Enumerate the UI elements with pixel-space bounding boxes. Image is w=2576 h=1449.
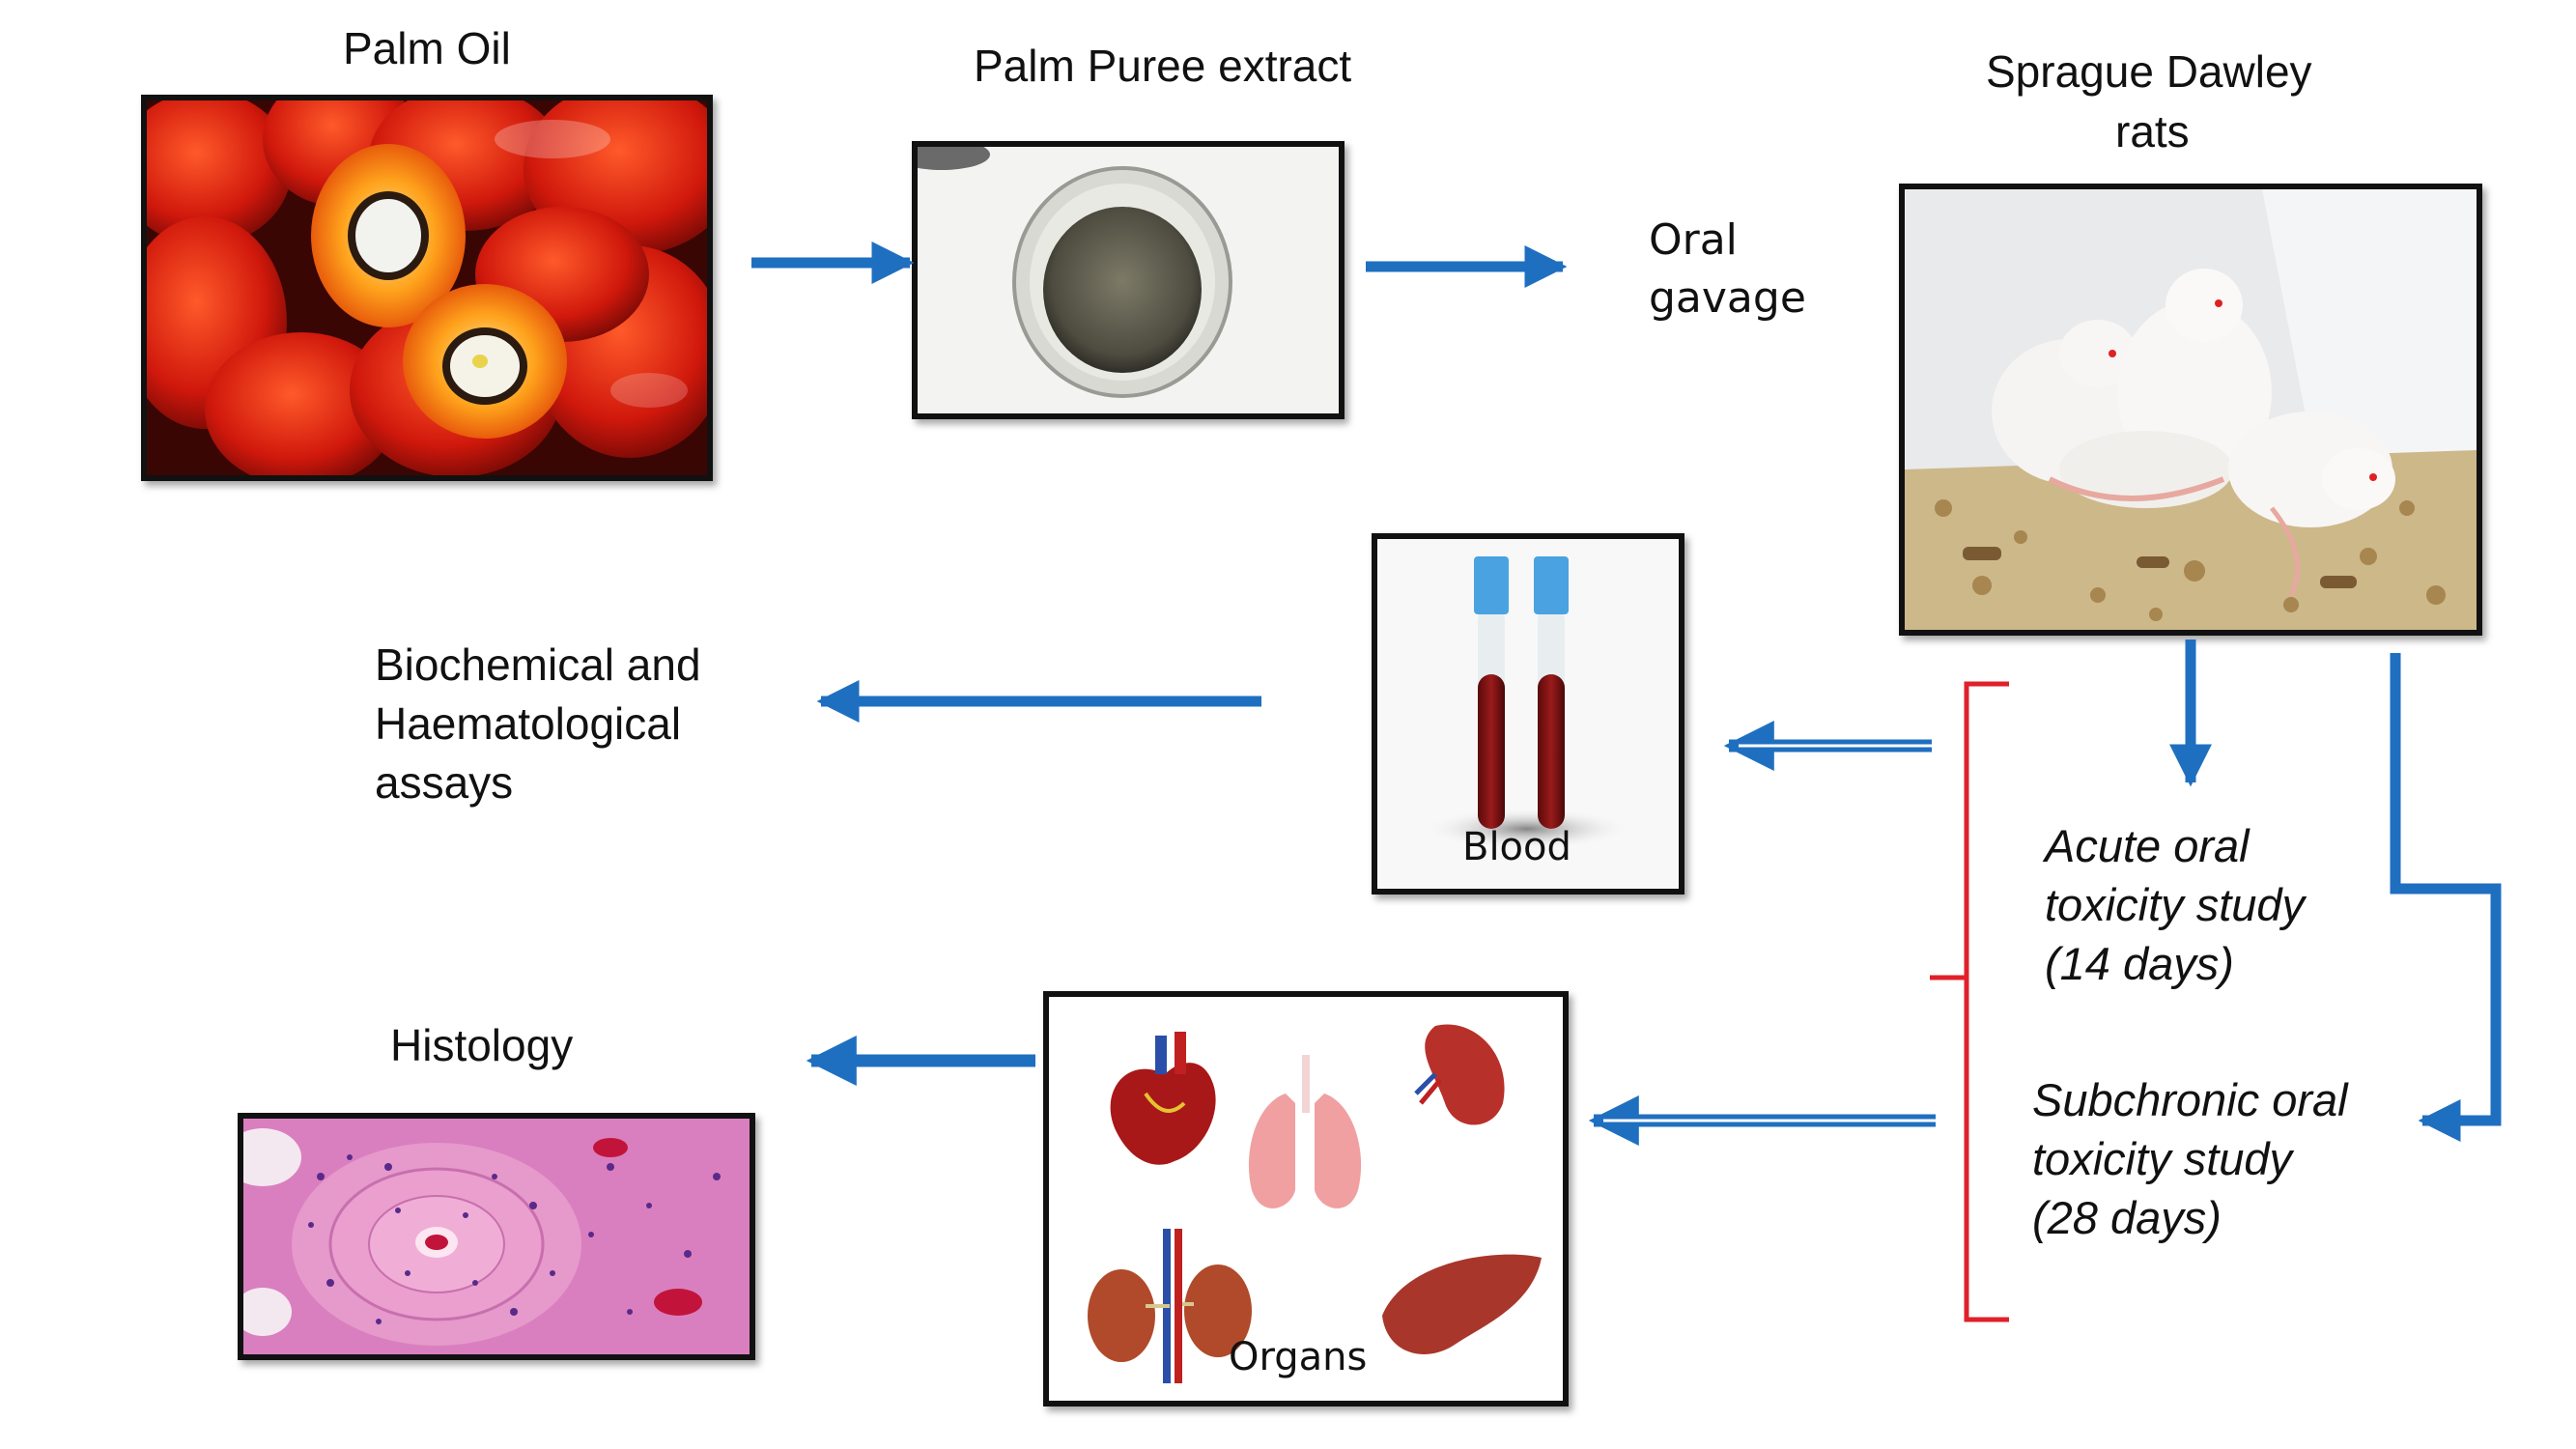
palm-puree-label: Palm Puree extract: [974, 41, 1352, 91]
subchronic-study-label-line2: toxicity study: [2032, 1133, 2293, 1184]
acute-study-label-line3: (14 days): [2045, 938, 2234, 989]
assays-label-line1: Biochemical and: [375, 639, 701, 690]
assays-label-line3: assays: [375, 757, 514, 808]
puree-powder-jar-photo: [912, 141, 1345, 419]
arrow-rats-to-subchronic: [2390, 653, 2502, 1142]
palm-fruit-photo: [141, 95, 713, 481]
acute-study-label-line1: Acute oral: [2045, 820, 2250, 871]
oral-gavage-label-line1: Oral: [1649, 215, 1738, 265]
histology-slide-image: [238, 1113, 755, 1360]
subchronic-study-label-line3: (28 days): [2032, 1192, 2222, 1243]
rats-photo: [1899, 184, 2482, 636]
organs-caption: Organs: [1229, 1335, 1368, 1379]
histology-label: Histology: [390, 1020, 574, 1070]
oral-gavage-label-line2: gavage: [1649, 273, 1806, 323]
assays-label-line2: Haematological: [375, 698, 682, 749]
rats-label-line1: Sprague Dawley: [1986, 46, 2312, 97]
blood-tubes-image: Blood: [1372, 533, 1684, 895]
subchronic-study-label-line1: Subchronic oral: [2032, 1074, 2348, 1125]
palm-oil-label: Palm Oil: [343, 23, 511, 73]
acute-study-label-line2: toxicity study: [2045, 879, 2306, 930]
study-bracket: [1930, 681, 2009, 1322]
blood-caption: Blood: [1462, 825, 1571, 869]
rats-label-line2: rats: [2115, 106, 2190, 156]
organs-image: Organs: [1043, 991, 1569, 1406]
